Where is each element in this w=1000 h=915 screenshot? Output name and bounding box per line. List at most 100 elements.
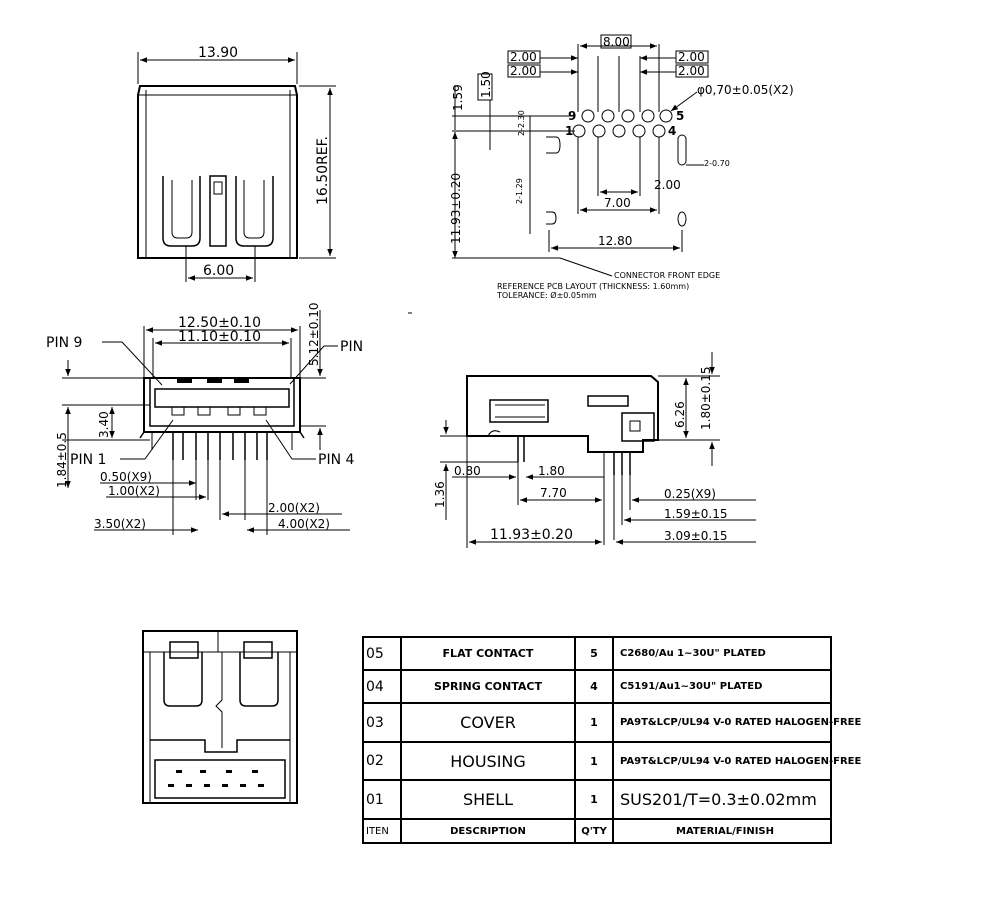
pcb-pin-4: 4 xyxy=(668,124,676,138)
dim-h180: 1.80±0.15 xyxy=(699,367,713,431)
tolerance-note: TOLERANCE: Ø±0.05mm xyxy=(496,290,597,300)
bom-table: 05 FLAT CONTACT 5 C2680/Au 1~30U" PLATED… xyxy=(362,635,861,844)
dim-pitch-d: 2.00 xyxy=(678,64,705,78)
bom-qty: 5 xyxy=(574,635,614,672)
bom-qty: 1 xyxy=(574,779,614,821)
rear-spring-left xyxy=(163,652,203,707)
bottom-contact-pads xyxy=(171,406,267,416)
bom-header-row: ITEN DESCRIPTION Q'TY MATERIAL/FINISH xyxy=(362,818,832,844)
dim-h512: 5.12±0.10 xyxy=(307,303,321,367)
dim-contact-width: 6.00 xyxy=(203,263,234,279)
dim-p050: 0.50(X9) xyxy=(100,470,152,484)
dim-pitch-top: 8.00 xyxy=(603,35,630,49)
dim-pitch-a: 2.00 xyxy=(510,50,537,64)
dim-h136: 1.36 xyxy=(433,481,447,508)
bom-qty: 1 xyxy=(574,740,614,782)
dim-p350: 3.50(X2) xyxy=(94,517,146,531)
front-shell-inner xyxy=(149,378,295,427)
bom-item-no: 03 xyxy=(362,702,402,743)
dim-d159: 1.59±0.15 xyxy=(664,507,728,521)
bom-row: 04 SPRING CONTACT 4 C5191/Au1~30U" PLATE… xyxy=(362,669,832,705)
top-contact-pads xyxy=(177,378,249,383)
dim-h340: 3.40 xyxy=(97,411,111,438)
dim-d180: 1.80 xyxy=(538,464,565,478)
bom-item-no: 04 xyxy=(362,669,402,705)
side-tab xyxy=(587,395,629,407)
dim-p100: 1.00(X2) xyxy=(108,484,160,498)
bom-item-no: 05 xyxy=(362,635,402,672)
front-edge-label: CONNECTOR FRONT EDGE xyxy=(614,271,720,280)
spring-contact-left-inner xyxy=(171,180,193,239)
side-view: 6.26 1.80±0.15 1.36 0.80 1.80 7.70 0.25(… xyxy=(433,352,756,548)
label-pin9: PIN 9 xyxy=(46,335,82,351)
bom-description: SPRING CONTACT xyxy=(400,669,576,705)
bom-material: SUS201/T=0.3±0.02mm xyxy=(612,779,832,821)
dim-d770: 7.70 xyxy=(540,486,567,500)
side-pins xyxy=(613,452,631,475)
rear-spring-right xyxy=(239,652,279,707)
bom-description: SHELL xyxy=(400,779,576,821)
bom-header-qty: Q'TY xyxy=(574,818,614,844)
dim-h184: 1.84±0.5 xyxy=(55,432,69,488)
bom-description: HOUSING xyxy=(400,740,576,782)
shell-legs xyxy=(139,431,305,439)
hole-row-top xyxy=(581,109,673,123)
bottom-left-view xyxy=(142,630,298,804)
dim-d025: 0.25(X9) xyxy=(664,487,716,501)
rear-outline xyxy=(142,630,298,804)
dim-v-129: 2-1.29 xyxy=(515,178,524,204)
bom-description: FLAT CONTACT xyxy=(400,635,576,672)
bom-item-no: 02 xyxy=(362,740,402,782)
dim-v-159: 1.59 xyxy=(451,84,465,111)
bom-material: C2680/Au 1~30U" PLATED xyxy=(612,635,832,672)
label-pin: PIN xyxy=(340,339,363,355)
rear-pin-marks xyxy=(168,770,264,787)
pcb-layout-view: 8.00 2.00 2.00 2.00 2.00 9 xyxy=(408,34,794,314)
top-left-view: 13.90 16.50REF. 6.00 xyxy=(137,45,336,282)
dim-height: 16.50REF. xyxy=(315,136,331,205)
spring-contact-right xyxy=(235,176,274,247)
dim-v-230: 2-2.30 xyxy=(517,110,526,136)
front-pins xyxy=(172,432,268,460)
label-pin4: PIN 4 xyxy=(318,452,354,468)
side-contact-block xyxy=(621,412,655,442)
spring-contact-left xyxy=(162,176,201,247)
dim-pitch-c: 2.00 xyxy=(678,50,705,64)
bom-qty: 1 xyxy=(574,702,614,743)
mount-slot-left-top xyxy=(546,136,561,154)
rear-spring-left-head xyxy=(169,641,199,659)
dim-h626: 6.26 xyxy=(673,401,687,428)
side-spring xyxy=(489,399,549,423)
bom-row: 05 FLAT CONTACT 5 C2680/Au 1~30U" PLATED xyxy=(362,635,832,672)
mount-slot-right-bottom xyxy=(677,211,687,227)
bom-material: PA9T&LCP/UL94 V-0 RATED HALOGEN-FREE xyxy=(612,740,861,782)
dim-d1193: 11.93±0.20 xyxy=(490,527,573,543)
front-view: 12.50±0.10 11.10±0.10 5.12±0.10 PIN 9 PI… xyxy=(46,303,363,535)
bom-material: C5191/Au1~30U" PLATED xyxy=(612,669,832,705)
dim-slot: 2-0.70 xyxy=(704,159,730,168)
ref-pcb-note: REFERENCE PCB LAYOUT (THICKNESS: 1.60mm) xyxy=(497,282,689,291)
dim-hole-dia: φ0,70±0.05(X2) xyxy=(697,83,794,97)
bom-description: COVER xyxy=(400,702,576,743)
center-tab-window xyxy=(213,181,223,195)
dim-1280: 12.80 xyxy=(598,234,632,248)
bom-row: 02 HOUSING 1 PA9T&LCP/UL94 V-0 RATED HAL… xyxy=(362,740,861,782)
bom-row: 03 COVER 1 PA9T&LCP/UL94 V-0 RATED HALOG… xyxy=(362,702,861,743)
mount-slot-left-bottom xyxy=(546,211,557,225)
center-tab xyxy=(209,175,227,247)
dim-p200: 2.00(X2) xyxy=(268,501,320,515)
rear-seam xyxy=(215,631,223,748)
dim-w1250: 12.50±0.10 xyxy=(178,315,261,331)
bom-row: 01 SHELL 1 SUS201/T=0.3±0.02mm xyxy=(362,779,832,821)
dim-v-1193: 11.93±0.20 xyxy=(449,173,463,244)
bom-item-no: 01 xyxy=(362,779,402,821)
dim-p400: 4.00(X2) xyxy=(278,517,330,531)
bom-header-description: DESCRIPTION xyxy=(400,818,576,844)
bom-header-item: ITEN xyxy=(362,818,402,844)
dim-d309: 3.09±0.15 xyxy=(664,529,728,543)
hole-row-bottom xyxy=(572,124,666,138)
side-leg-left xyxy=(517,436,525,462)
dim-pitch-b: 2.00 xyxy=(510,64,537,78)
dim-v-150: 1.50 xyxy=(479,71,493,98)
